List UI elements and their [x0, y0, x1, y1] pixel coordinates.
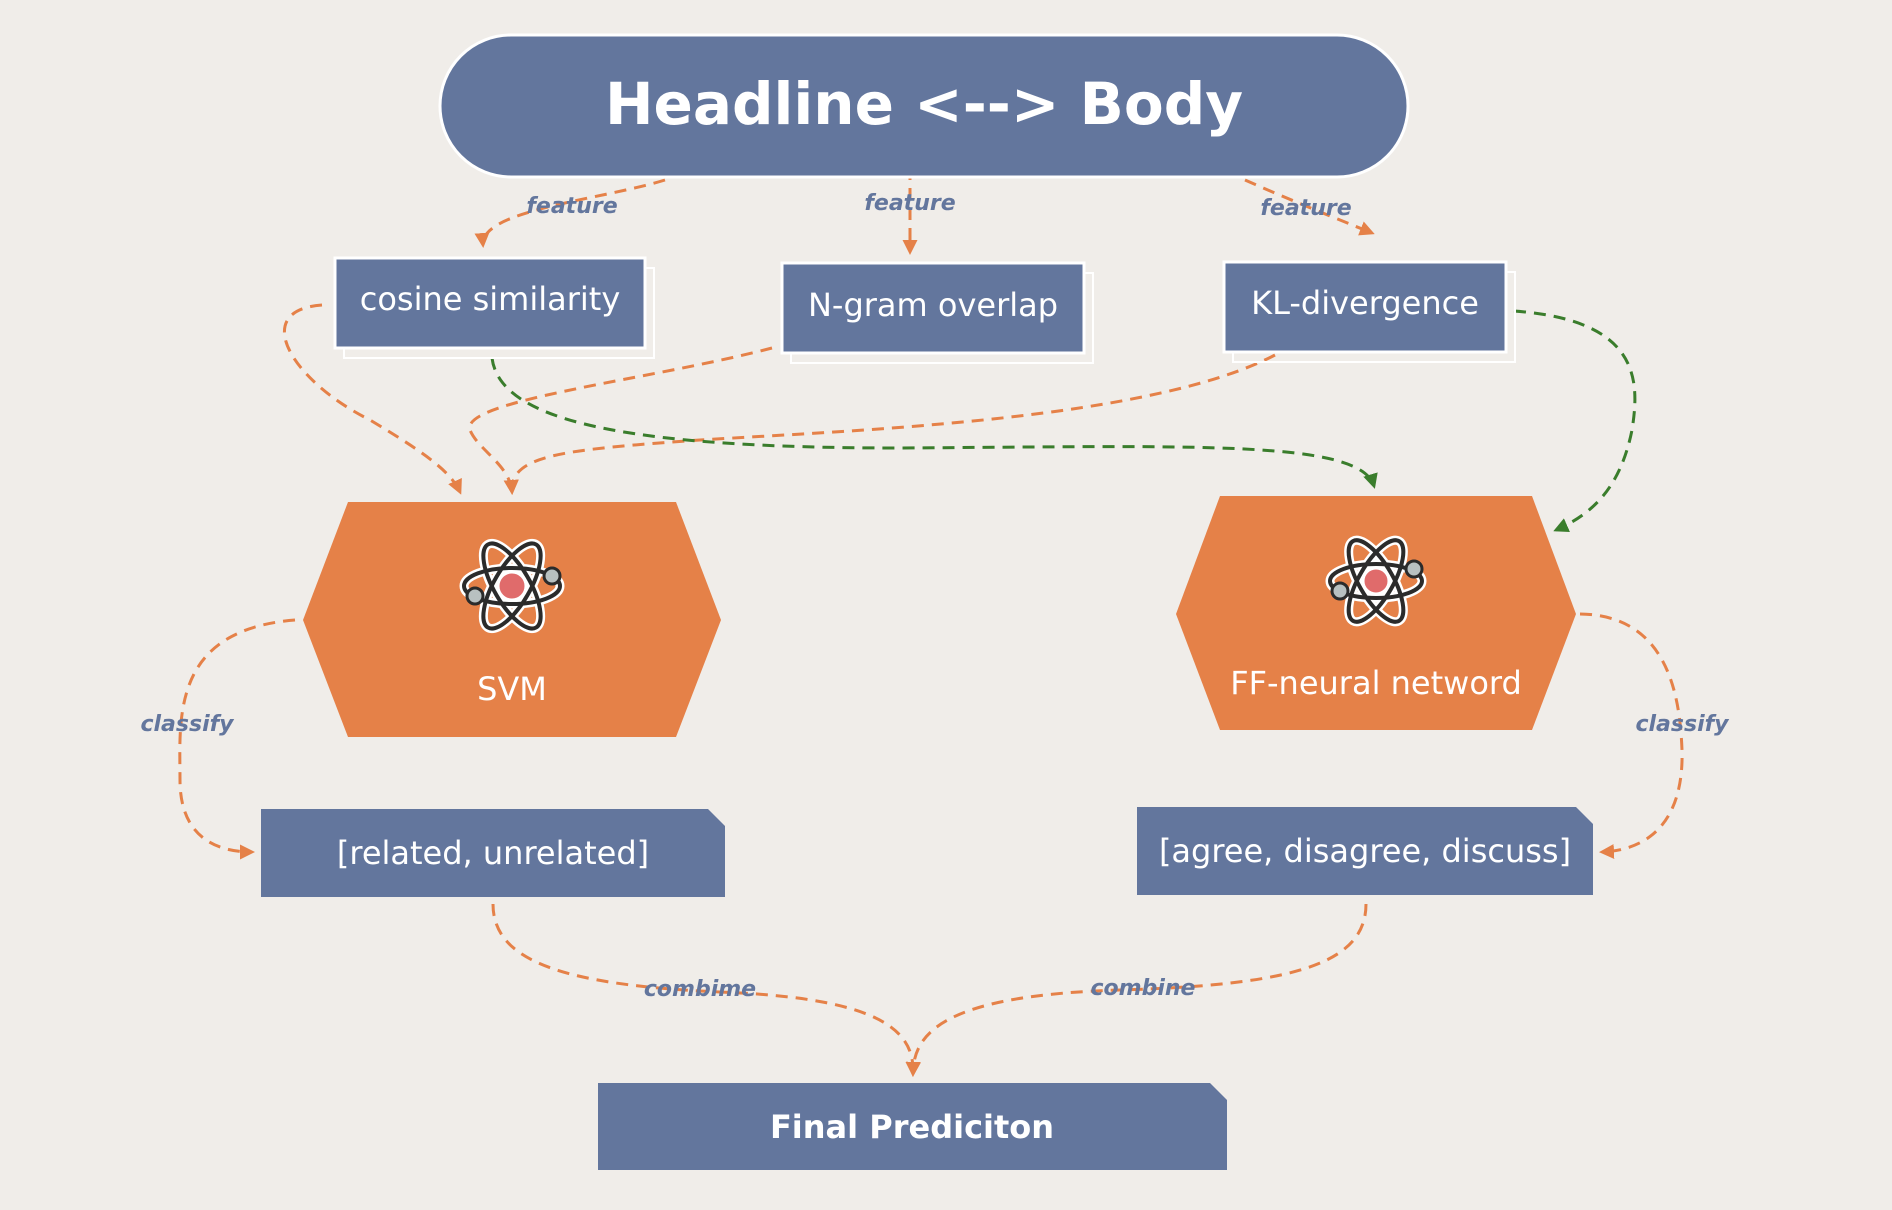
- edge-svm-to-output: [178, 618, 296, 860]
- feature-node-ngram-label: N-gram overlap: [808, 286, 1058, 324]
- final-node: Final Prediciton: [598, 1083, 1227, 1170]
- atom-icon: [459, 538, 565, 634]
- model-node-svm-label: SVM: [477, 670, 547, 708]
- label-combine-left: combime: [644, 977, 756, 1002]
- edge-cosine-to-svm: [282, 303, 462, 495]
- atom-icon: [1325, 535, 1427, 627]
- label-classify-left: classify: [140, 712, 235, 737]
- feature-node-ngram: N-gram overlap: [780, 261, 1094, 364]
- model-node-svm: SVM: [303, 502, 721, 737]
- feature-node-kl-label: KL-divergence: [1251, 284, 1479, 322]
- source-node-label: Headline <--> Body: [605, 70, 1243, 138]
- model-node-ffnn: FF-neural netword: [1176, 496, 1576, 730]
- output-node-svm-label: [related, unrelated]: [337, 834, 649, 872]
- label-combine-right: combine: [1091, 976, 1196, 1001]
- edge-source-to-cosine: [474, 178, 666, 248]
- model-node-ffnn-label: FF-neural netword: [1230, 664, 1522, 702]
- edge-labels: feature feature feature classify classif…: [140, 191, 1730, 1002]
- label-feature-2: feature: [864, 191, 955, 216]
- feature-node-cosine: cosine similarity: [333, 256, 655, 359]
- edge-svm-output-to-final: [491, 903, 922, 1077]
- output-node-ffnn-label: [agree, disagree, discuss]: [1159, 832, 1571, 870]
- label-feature-3: feature: [1260, 196, 1351, 221]
- edge-kl-to-ffnn: [1513, 309, 1637, 533]
- edges: [178, 168, 1684, 1077]
- label-feature-1: feature: [526, 194, 617, 219]
- source-node: Headline <--> Body: [438, 33, 1410, 179]
- feature-node-kl: KL-divergence: [1222, 260, 1516, 363]
- output-node-svm: [related, unrelated]: [261, 809, 725, 897]
- final-node-label: Final Prediciton: [770, 1108, 1054, 1146]
- edge-ngram-to-svm: [468, 346, 773, 495]
- output-node-ffnn: [agree, disagree, discuss]: [1137, 807, 1593, 895]
- edge-ffnn-output-to-final: [905, 903, 1368, 1077]
- feature-node-cosine-label: cosine similarity: [360, 280, 621, 318]
- edge-ffnn-to-output: [1579, 612, 1684, 859]
- edge-source-to-kl: [1244, 178, 1375, 236]
- label-classify-right: classify: [1635, 712, 1730, 737]
- edge-cosine-to-ffnn: [490, 357, 1378, 489]
- edge-kl-to-svm: [503, 353, 1276, 495]
